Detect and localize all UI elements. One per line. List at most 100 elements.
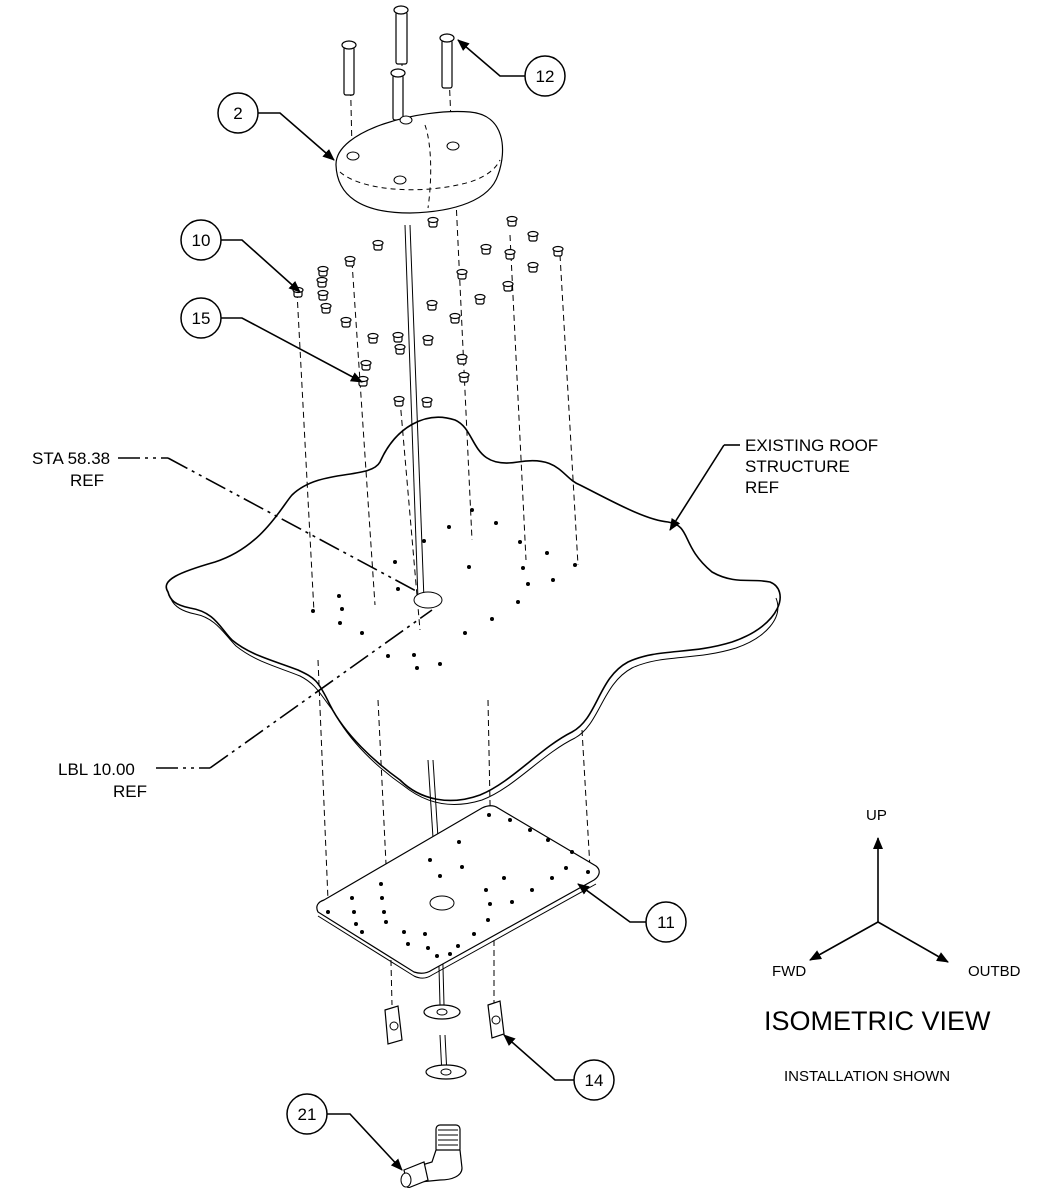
callout-14-label: 14 (585, 1071, 604, 1090)
hardware-nut (316, 276, 328, 288)
callout-21-label: 21 (298, 1105, 317, 1124)
hardware-nut (527, 230, 539, 242)
hardware-nut (360, 359, 372, 371)
roof-hole (396, 587, 400, 591)
hardware-nut (320, 302, 332, 314)
hardware-nut (421, 396, 433, 408)
callout-10: 10 (180, 219, 222, 261)
callout-15-label: 15 (192, 309, 211, 328)
roof-hole (438, 662, 442, 666)
plate-hole (379, 882, 383, 886)
plate-hole (528, 828, 532, 832)
callout-10-label: 10 (192, 231, 211, 250)
plate-hole (456, 944, 460, 948)
plate-hole (508, 818, 512, 822)
sta-reference-line (118, 457, 419, 593)
plate-hole (564, 866, 568, 870)
hardware-nut (393, 395, 405, 407)
hardware-nut (394, 343, 406, 355)
hardware-nut (344, 255, 356, 267)
plate-hole (382, 910, 386, 914)
plate-hole (350, 896, 354, 900)
plate-hole (352, 910, 356, 914)
plate-hole (428, 858, 432, 862)
hardware-nuts-washers (292, 215, 564, 408)
callout-15: 15 (180, 297, 222, 339)
plate-hole (586, 870, 590, 874)
plate-hole (384, 920, 388, 924)
hardware-nut (427, 216, 439, 228)
roof-hole (340, 607, 344, 611)
roof-hole (337, 594, 341, 598)
lbl-ref-line2: REF (113, 782, 147, 801)
plate-hole (502, 876, 506, 880)
plate-hole (426, 946, 430, 950)
plate-hole (550, 876, 554, 880)
hardware-nut (456, 268, 468, 280)
roof-hole (467, 565, 471, 569)
hardware-nut (449, 312, 461, 324)
plate-hole (570, 850, 574, 854)
roof-hole (412, 653, 416, 657)
roof-ref-line2: STRUCTURE (745, 457, 850, 476)
plate-hole (435, 954, 439, 958)
hardware-nut (506, 215, 518, 227)
roof-hole (573, 563, 577, 567)
hardware-nut (367, 332, 379, 344)
hardware-nut (317, 265, 329, 277)
roof-hole (470, 508, 474, 512)
roof-hole (518, 540, 522, 544)
roof-hole (447, 525, 451, 529)
antenna-dome-item-2 (335, 110, 504, 214)
plate-hole (510, 900, 514, 904)
roof-hole (311, 609, 315, 613)
roof-hole (463, 631, 467, 635)
view-subtitle: INSTALLATION SHOWN (784, 1068, 950, 1085)
elbow-connector-item-21 (400, 1124, 463, 1188)
view-title: ISOMETRIC VIEW (764, 1006, 991, 1036)
plate-hole (460, 865, 464, 869)
callout-2: 2 (217, 92, 259, 134)
callout-21: 21 (286, 1093, 328, 1135)
plate-hole (326, 910, 330, 914)
plate-hole (488, 902, 492, 906)
nutplates-item-14 (384, 1000, 505, 1045)
hardware-nut (426, 299, 438, 311)
roof-hole (526, 582, 530, 586)
hardware-nut (340, 316, 352, 328)
sta-ref-line2: REF (70, 471, 104, 490)
plate-hole (484, 888, 488, 892)
roof-hole (360, 631, 364, 635)
callout-leaders (221, 39, 646, 1171)
hardware-nut (480, 243, 492, 255)
hardware-nut (504, 248, 516, 260)
callout-11: 11 (645, 901, 687, 943)
callout-11-label: 11 (657, 913, 675, 932)
plate-hole (402, 930, 406, 934)
existing-roof-structure (165, 416, 781, 805)
connector-flange (423, 1004, 467, 1080)
roof-hole (551, 578, 555, 582)
roof-hole (521, 566, 525, 570)
roof-hole (393, 560, 397, 564)
roof-hole-dots (311, 508, 577, 670)
roof-hole (516, 600, 520, 604)
sta-ref-line1: STA 58.38 (32, 449, 110, 468)
hardware-nut (456, 353, 468, 365)
plate-hole (472, 932, 476, 936)
plate-hole (457, 840, 461, 844)
hardware-nut (422, 334, 434, 346)
plate-hole (438, 874, 442, 878)
roof-hole (422, 539, 426, 543)
hardware-nut (458, 371, 470, 383)
callout-14: 14 (573, 1059, 615, 1101)
hardware-nut (502, 280, 514, 292)
orientation-triad (809, 837, 949, 963)
plate-hole (360, 930, 364, 934)
up-label: UP (866, 807, 887, 824)
roof-hole (386, 654, 390, 658)
plate-hole (380, 896, 384, 900)
hardware-nut (292, 286, 304, 298)
plate-hole (486, 918, 490, 922)
